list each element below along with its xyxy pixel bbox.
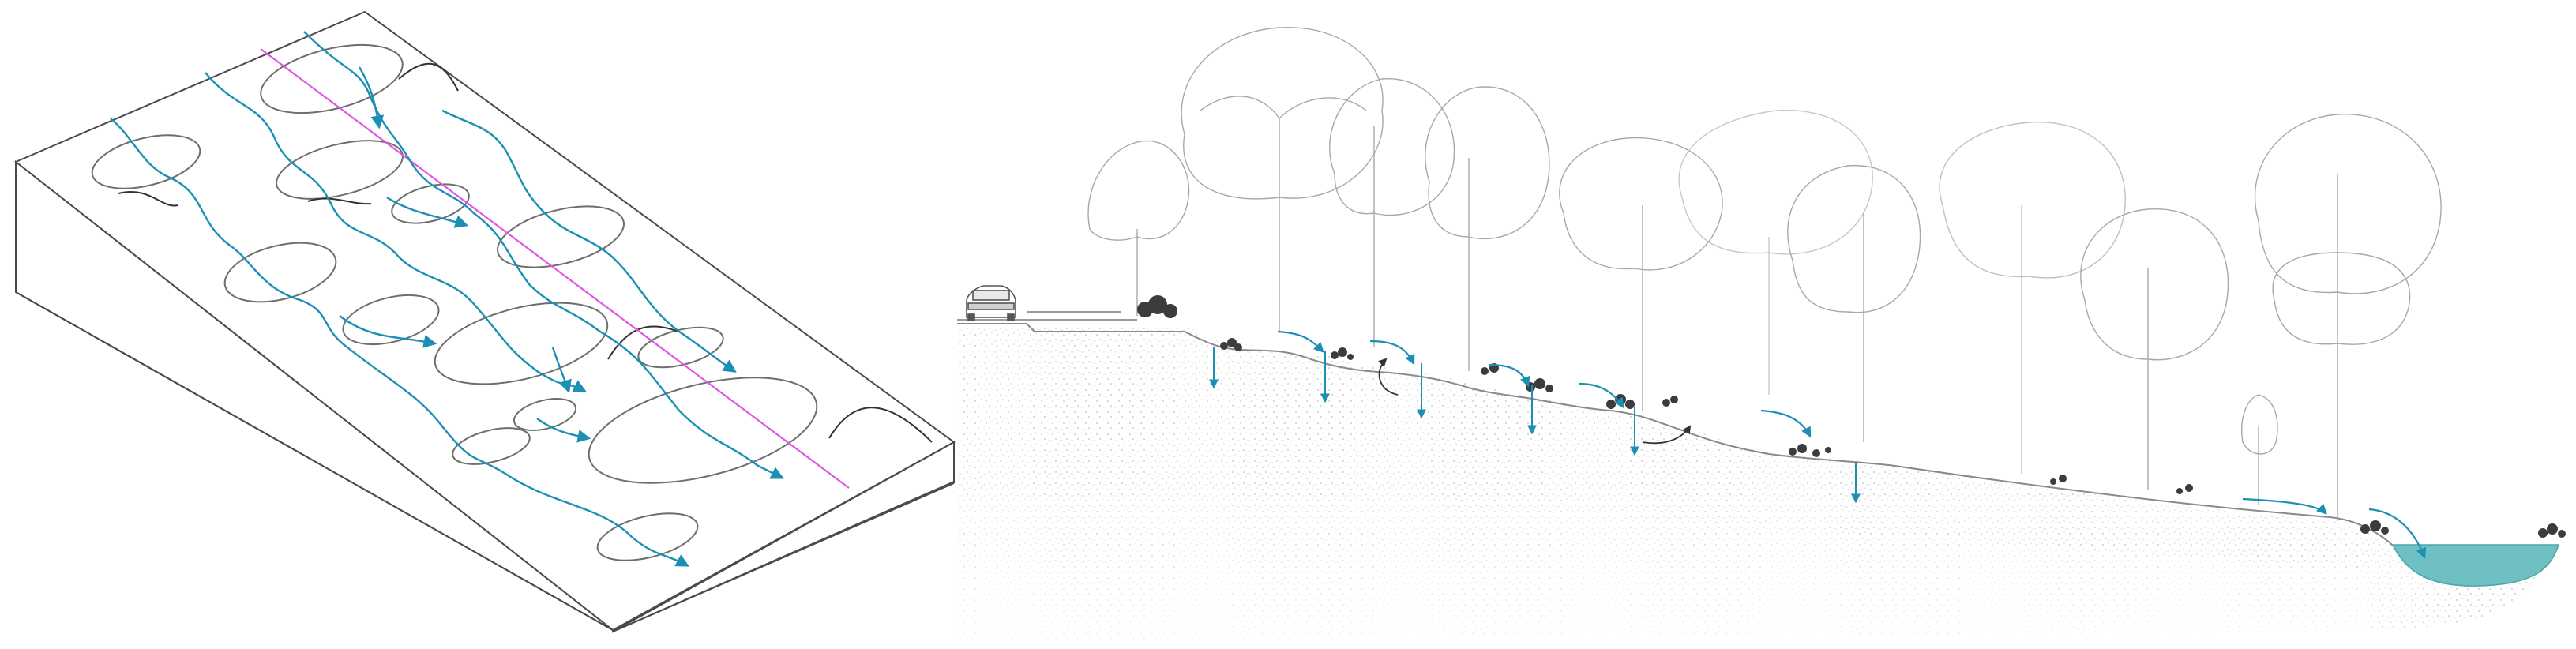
tree-icon: [1788, 166, 1921, 442]
flow-arrow-icon: [1761, 411, 1810, 436]
car-icon: [967, 286, 1016, 321]
tree-icon: [2242, 395, 2277, 505]
tree-icon: [1330, 79, 1455, 347]
shrub-icon: [2538, 523, 2566, 538]
shrub-icon: [1526, 378, 1553, 392]
tree-icon: [2255, 114, 2442, 521]
tree-icon: [1560, 138, 1722, 411]
flow-arrow-icon: [1370, 341, 1414, 363]
tree-icon: [1940, 122, 2125, 474]
tree-icon: [1679, 111, 1872, 395]
tree-icon: [1181, 28, 1383, 332]
tree-icon: [1088, 141, 1188, 316]
shrub-icon: [1137, 295, 1177, 318]
tree-icon: [1425, 87, 1549, 371]
flow-arrow-icon: [1278, 332, 1323, 351]
tree-icon: [2081, 209, 2229, 490]
flow-arrow-icon: [1579, 384, 1623, 407]
